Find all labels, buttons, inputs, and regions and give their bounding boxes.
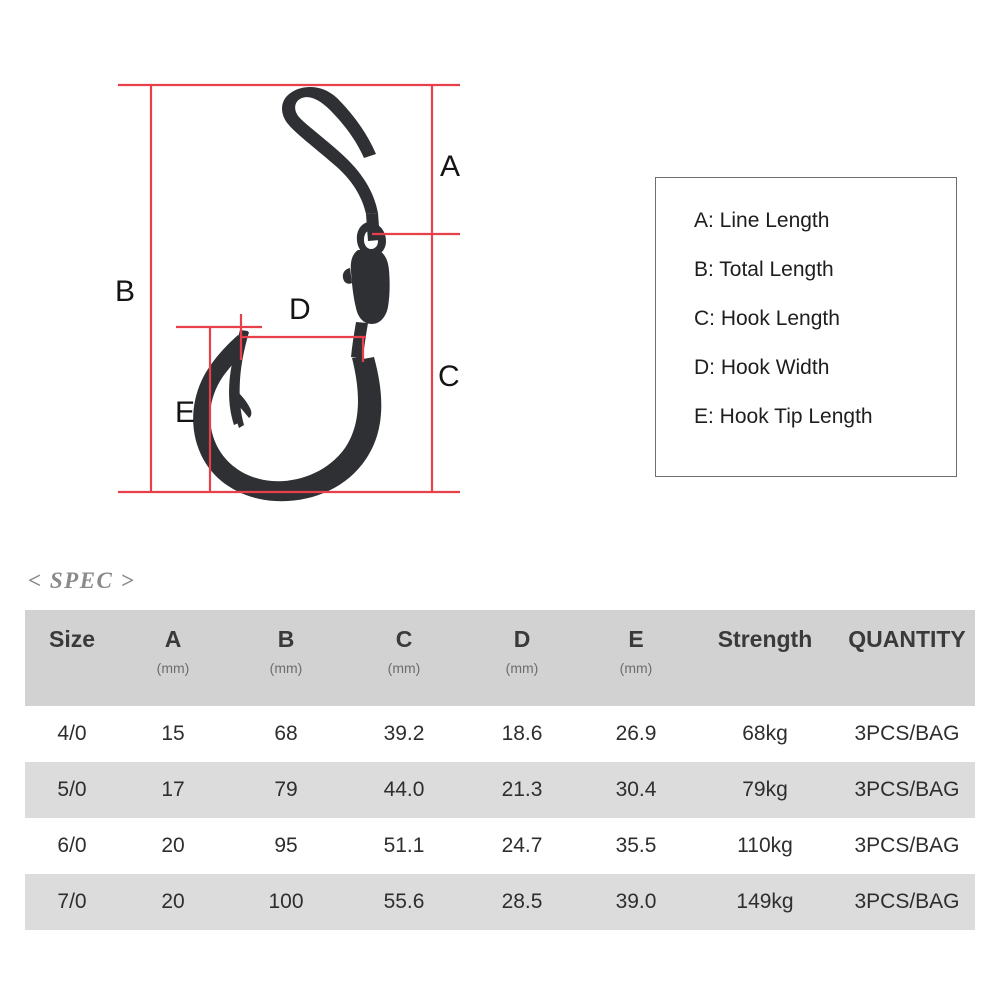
legend-list: A: Line Length B: Total Length C: Hook L… (694, 210, 946, 427)
cell-e: 26.9 (615, 722, 657, 745)
dimension-label-b: B (115, 275, 136, 308)
cell-a: 15 (161, 722, 185, 745)
column-header-c-unit: (mm) (387, 660, 421, 676)
column-header-strength: Strength (691, 610, 839, 706)
column-header-c-label: C (395, 626, 413, 652)
column-header-size-label: Size (48, 626, 96, 652)
table-row: 4/0 15 68 39.2 18.6 26.9 68kg 3PCS/BAG (25, 706, 975, 762)
cell-quantity: 3PCS/BAG (854, 722, 960, 745)
column-header-d: D (mm) (463, 610, 581, 706)
legend-item-a: A: Line Length (694, 209, 830, 232)
column-header-b-unit: (mm) (269, 660, 303, 676)
column-header-c: C (mm) (345, 610, 463, 706)
legend-item-e: E: Hook Tip Length (694, 405, 873, 428)
legend-item-d: D: Hook Width (694, 356, 830, 379)
cell-b: 100 (268, 890, 304, 913)
legend-box: A: Line Length B: Total Length C: Hook L… (655, 177, 957, 477)
column-header-e-label: E (628, 626, 644, 652)
dimension-label-c: C (438, 360, 460, 393)
cell-e: 39.0 (615, 890, 657, 913)
cell-strength: 79kg (742, 778, 788, 801)
table-row: 7/0 20 100 55.6 28.5 39.0 149kg 3PCS/BAG (25, 874, 975, 930)
column-header-a-label: A (164, 626, 182, 652)
column-header-size: Size (25, 610, 119, 706)
cell-e: 35.5 (615, 834, 657, 857)
cell-size: 6/0 (57, 834, 87, 857)
cell-a: 17 (161, 778, 185, 801)
hook-body-graphic (193, 87, 390, 502)
cell-e: 30.4 (615, 778, 657, 801)
cell-d: 18.6 (501, 722, 543, 745)
column-header-d-unit: (mm) (505, 660, 539, 676)
table-row: 5/0 17 79 44.0 21.3 30.4 79kg 3PCS/BAG (25, 762, 975, 818)
spec-heading: < SPEC > (28, 568, 136, 593)
cell-strength: 68kg (742, 722, 788, 745)
dimension-label-d: D (289, 293, 311, 326)
hook-dimension-diagram: A B C D E (0, 0, 640, 540)
cell-size: 5/0 (57, 778, 87, 801)
column-header-strength-label: Strength (717, 626, 813, 652)
spec-table: Size A (mm) B (mm) C (mm) D (mm) E (mm) (25, 610, 975, 930)
column-header-b: B (mm) (227, 610, 345, 706)
cell-strength: 149kg (736, 890, 794, 913)
column-header-quantity-label: QUANTITY (848, 626, 966, 652)
column-header-d-label: D (513, 626, 531, 652)
cell-size: 4/0 (57, 722, 87, 745)
table-row: 6/0 20 95 51.1 24.7 35.5 110kg 3PCS/BAG (25, 818, 975, 874)
cell-quantity: 3PCS/BAG (854, 890, 960, 913)
cell-a: 20 (161, 834, 185, 857)
legend-item-b: B: Total Length (694, 258, 834, 281)
column-header-a-unit: (mm) (156, 660, 190, 676)
column-header-a: A (mm) (119, 610, 227, 706)
dimension-lines (118, 83, 460, 494)
cell-c: 55.6 (383, 890, 425, 913)
cell-d: 28.5 (501, 890, 543, 913)
cell-quantity: 3PCS/BAG (854, 834, 960, 857)
column-header-e: E (mm) (581, 610, 691, 706)
spec-table-header-row: Size A (mm) B (mm) C (mm) D (mm) E (mm) (25, 610, 975, 706)
cell-c: 51.1 (383, 834, 425, 857)
cell-b: 79 (274, 778, 298, 801)
legend-item-c: C: Hook Length (694, 307, 840, 330)
cell-d: 24.7 (501, 834, 543, 857)
cell-d: 21.3 (501, 778, 543, 801)
cell-size: 7/0 (57, 890, 87, 913)
cell-a: 20 (161, 890, 185, 913)
column-header-e-unit: (mm) (619, 660, 653, 676)
cell-b: 68 (274, 722, 298, 745)
cell-quantity: 3PCS/BAG (854, 778, 960, 801)
column-header-b-label: B (277, 626, 295, 652)
cell-strength: 110kg (737, 834, 793, 857)
cell-b: 95 (274, 834, 298, 857)
dimension-label-a: A (440, 150, 461, 183)
cell-c: 39.2 (383, 722, 425, 745)
cell-c: 44.0 (383, 778, 425, 801)
column-header-quantity: QUANTITY (839, 610, 975, 706)
hook-illustration (118, 83, 460, 502)
dimension-label-e: E (175, 396, 196, 429)
